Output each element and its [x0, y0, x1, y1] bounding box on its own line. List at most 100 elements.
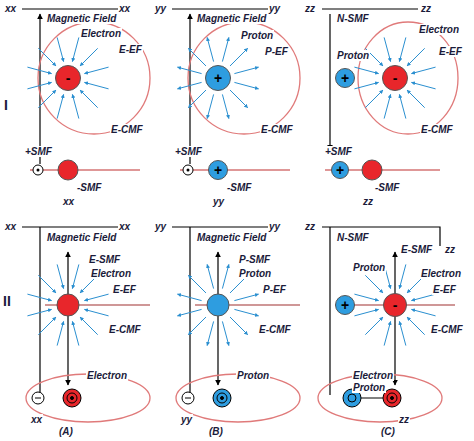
- field-arrow: [222, 264, 228, 288]
- field-arrow: [234, 309, 258, 315]
- field-label: zz: [420, 3, 432, 14]
- field-label: E-CMF: [110, 124, 144, 135]
- field-label: E-CMF: [260, 124, 294, 135]
- field-arrow: [57, 264, 63, 288]
- field-arrow: [384, 321, 390, 345]
- field-label: yy: [154, 3, 167, 14]
- field-label: -SMF: [374, 182, 400, 193]
- field-label: Proton: [352, 382, 386, 393]
- field-arrow: [207, 37, 213, 61]
- field-label: E-CMF: [430, 324, 464, 335]
- field-label: yy: [212, 196, 225, 207]
- field-arrow: [407, 317, 425, 335]
- proton-circle: +: [331, 161, 349, 179]
- field-label: (C): [380, 426, 396, 437]
- field-arrow: [222, 94, 228, 118]
- field-arrow: [188, 48, 206, 66]
- charge-sign: +: [214, 71, 222, 85]
- field-label: Electron: [80, 28, 122, 39]
- electron-circle: -: [382, 65, 408, 91]
- charge-sign: +: [341, 71, 349, 85]
- field-label: Proton: [236, 370, 270, 381]
- field-label: xx: [118, 3, 131, 14]
- field-label: yy: [180, 414, 193, 425]
- charge-sign: +: [336, 163, 344, 177]
- field-arrow: [411, 67, 435, 73]
- field-arrow: [84, 82, 108, 88]
- field-arrow: [365, 317, 383, 335]
- field-arrow: [84, 309, 108, 315]
- field-label: Proton: [336, 50, 370, 61]
- field-label: E-EF: [432, 284, 457, 295]
- field-arrow: [222, 37, 228, 61]
- field-arrow: [354, 67, 378, 73]
- field-arrow: [411, 82, 435, 88]
- field-arrow: [72, 321, 78, 345]
- field-arrow: [38, 48, 56, 66]
- field-label: Electron: [420, 268, 462, 279]
- field-arrow: [38, 317, 56, 335]
- field-label: zz: [304, 221, 316, 232]
- field-arrow: [27, 82, 51, 88]
- field-label: xx: [30, 414, 43, 425]
- field-arrow: [207, 321, 213, 345]
- field-label: (A): [58, 426, 74, 437]
- row-label: I: [3, 100, 9, 111]
- field-label: E-SMF: [400, 244, 433, 255]
- field-arrow: [57, 321, 63, 345]
- field-label: +SMF: [24, 146, 53, 157]
- field-label: E-SMF: [88, 254, 121, 265]
- field-arrow: [80, 90, 98, 108]
- field-label: xx: [4, 3, 17, 14]
- charge-sign: +: [341, 298, 349, 312]
- field-arrow: [407, 90, 425, 108]
- field-label: Proton: [240, 30, 274, 41]
- field-arrow: [84, 294, 108, 300]
- field-arrow: [365, 90, 383, 108]
- field-arrow: [384, 37, 390, 61]
- field-label: (B): [208, 426, 224, 437]
- field-label: E-CMF: [258, 324, 292, 335]
- field-arrow: [57, 37, 63, 61]
- field-arrow: [27, 294, 51, 300]
- field-label: Magnetic Field: [46, 13, 117, 24]
- field-arrow: [188, 275, 206, 293]
- field-label: E-CMF: [420, 124, 454, 135]
- field-label: yy: [268, 3, 281, 14]
- field-arrow: [411, 294, 435, 300]
- field-arrow: [384, 94, 390, 118]
- electron-circle: -: [55, 65, 81, 91]
- field-arrow: [207, 264, 213, 288]
- field-label: -SMF: [76, 182, 102, 193]
- field-arrow: [354, 309, 378, 315]
- charge-sign: +: [214, 163, 222, 177]
- charge-sign: -: [393, 71, 398, 85]
- field-arrow: [27, 67, 51, 73]
- field-label: N-SMF: [336, 13, 370, 24]
- field-arrow: [72, 37, 78, 61]
- field-arrow: [72, 94, 78, 118]
- field-label: P-EF: [264, 46, 289, 57]
- field-label: Electron: [90, 268, 132, 279]
- field-arrow: [234, 82, 258, 88]
- field-arrow: [230, 48, 248, 66]
- field-label: +SMF: [324, 146, 353, 157]
- field-arrow: [84, 67, 108, 73]
- row-label: II: [2, 296, 12, 307]
- field-arrow: [177, 294, 201, 300]
- field-arrow: [57, 94, 63, 118]
- proton-circle: +: [205, 65, 231, 91]
- field-arrow: [207, 94, 213, 118]
- field-arrow: [399, 321, 405, 345]
- field-label: xx: [118, 221, 131, 232]
- field-arrow: [230, 90, 248, 108]
- field-label: xx: [62, 196, 75, 207]
- proton-circle: +: [335, 295, 355, 315]
- field-label: E-EF: [438, 46, 463, 57]
- field-arrow: [407, 48, 425, 66]
- field-label: xx: [4, 221, 17, 232]
- field-label: Electron: [86, 370, 128, 381]
- field-arrow: [234, 67, 258, 73]
- proton-circle: +: [208, 160, 228, 180]
